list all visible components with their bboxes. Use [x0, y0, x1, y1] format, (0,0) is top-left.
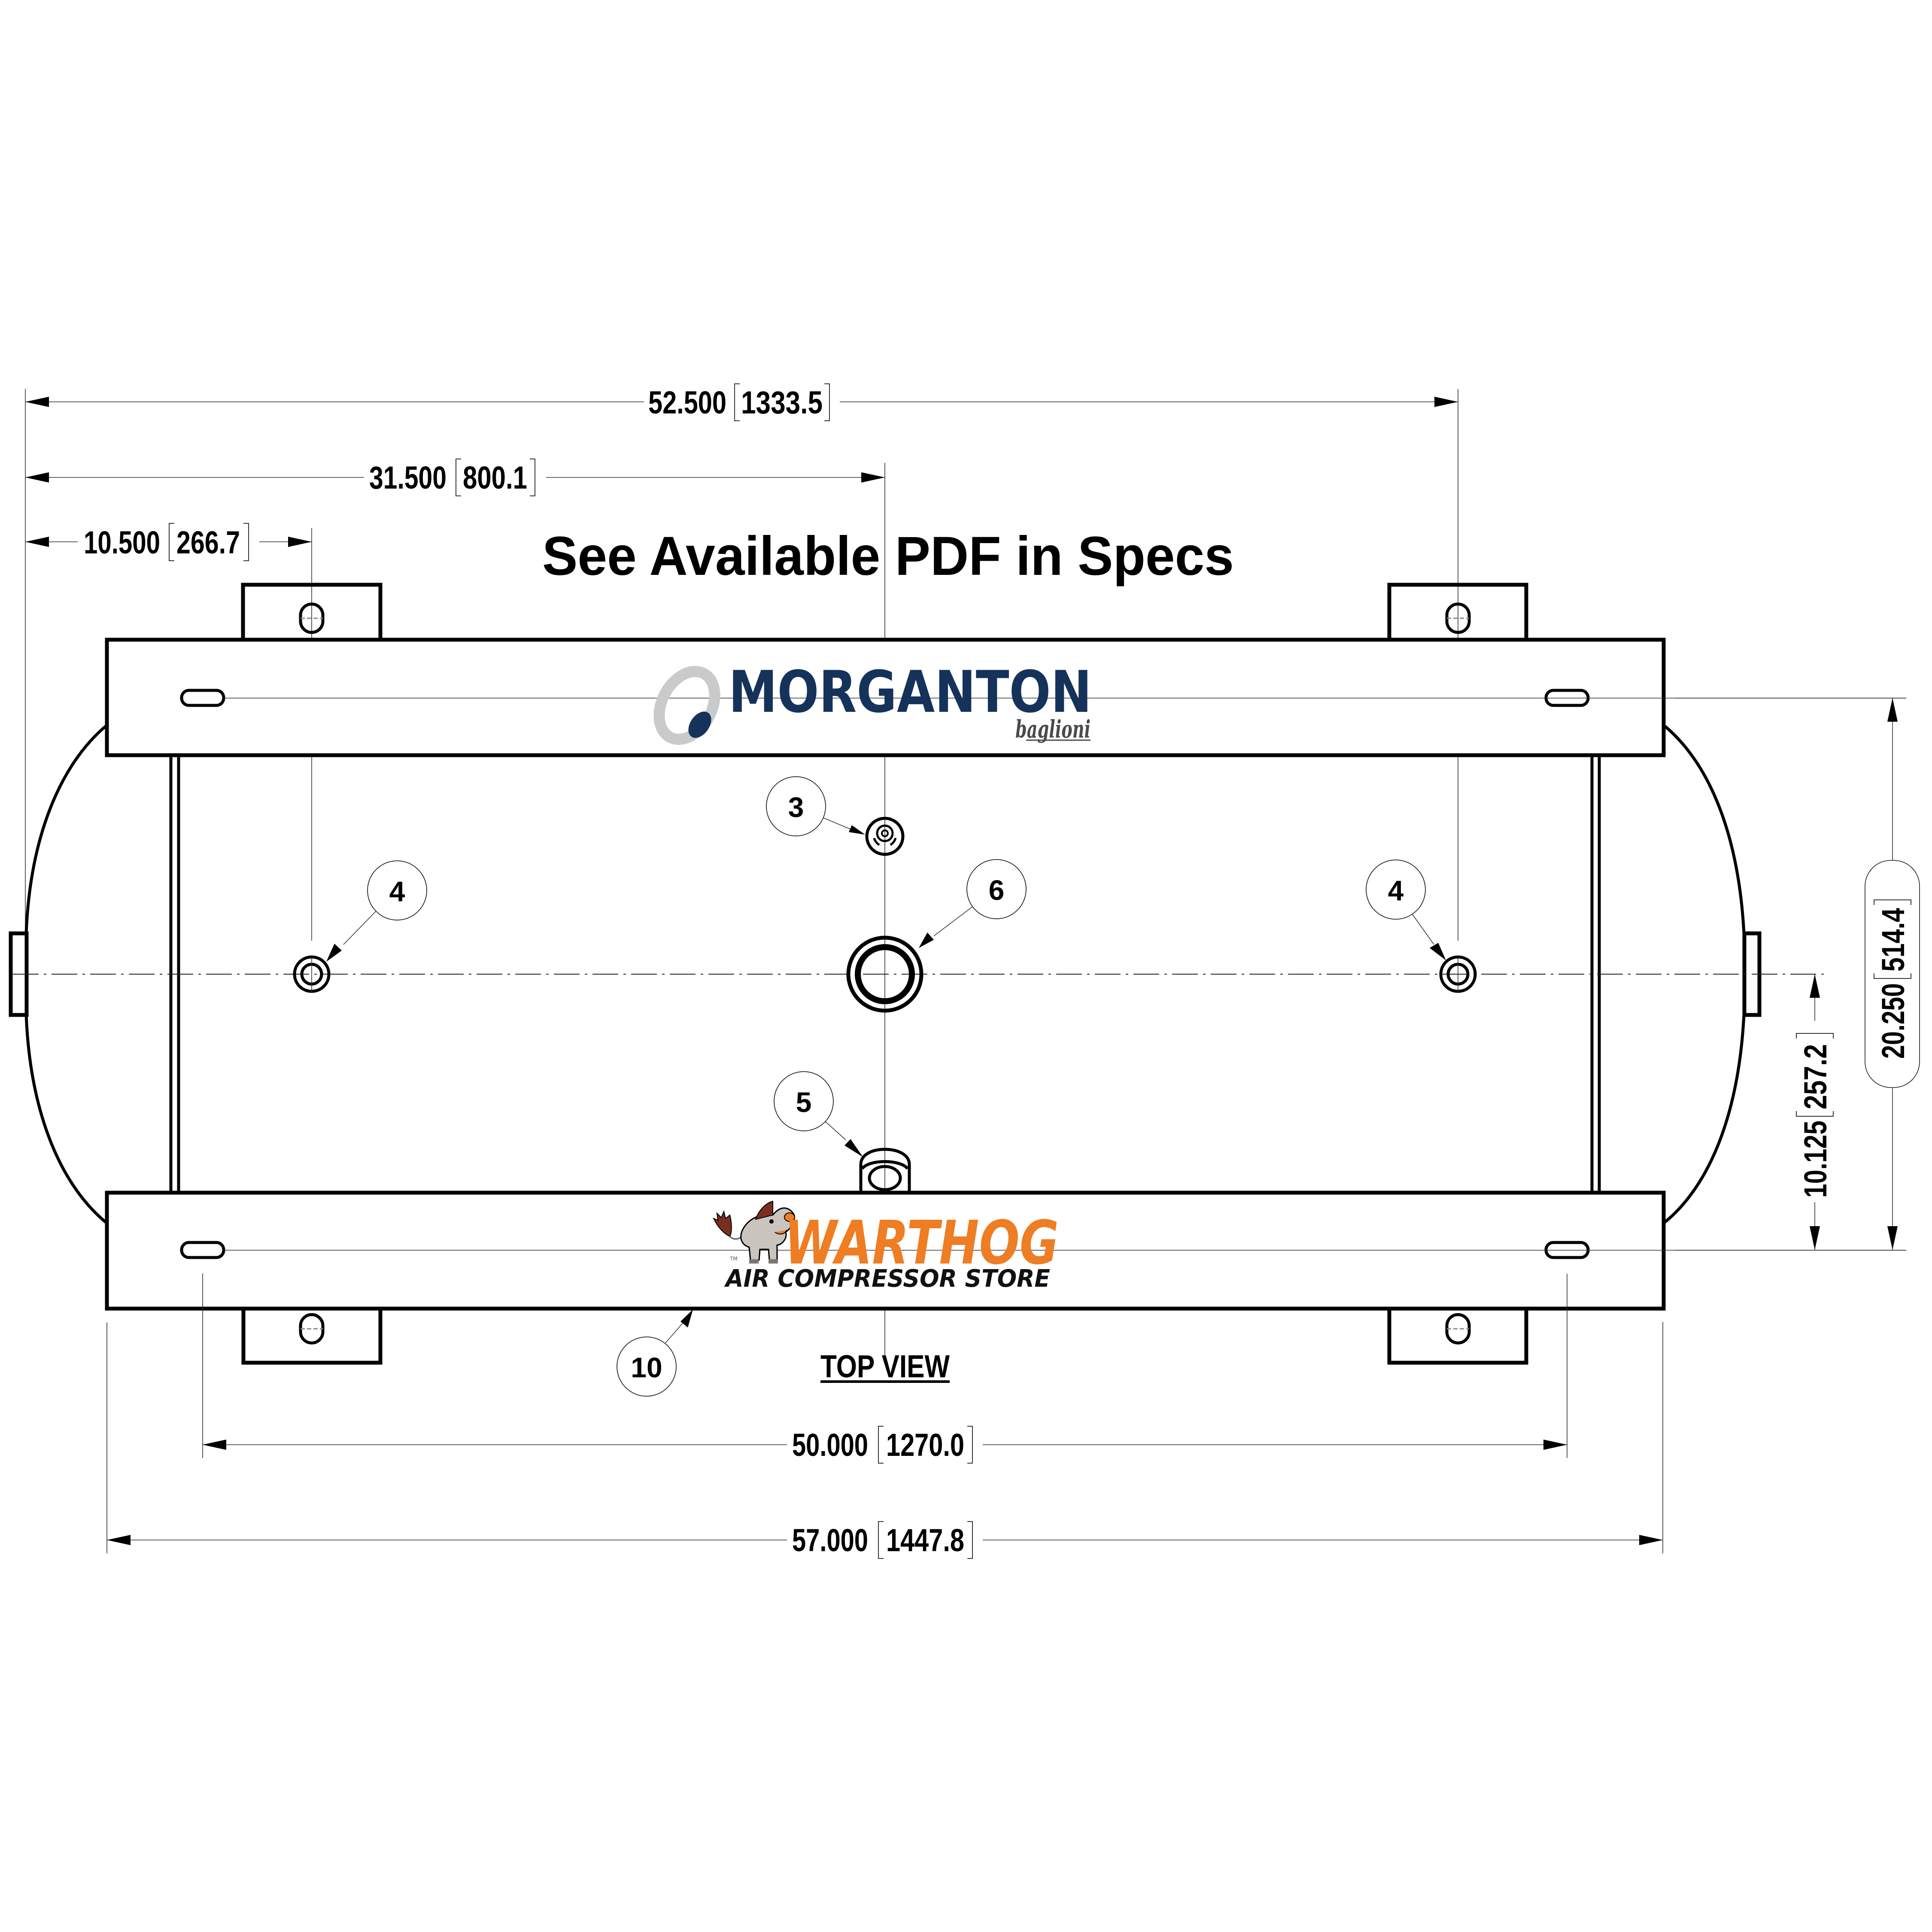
dim-20-250-inch: 20.250	[1875, 983, 1911, 1059]
dim-10-125-inch: 10.125	[1798, 1121, 1833, 1198]
balloon-3-label: 3	[788, 791, 804, 823]
warthog-logo: TM WARTHOG AIR COMPRESSOR STORE	[712, 1200, 1059, 1293]
morganton-wordmark: MORGANTON	[729, 659, 1092, 726]
balloon-5: 5	[774, 1071, 863, 1157]
bottom-rail	[105, 1191, 1906, 1365]
balloon-3: 3	[766, 776, 865, 836]
dim-31-500-mm: 800.1	[463, 460, 527, 495]
morganton-logo: MORGANTON baglioni	[653, 659, 1092, 745]
view-label: TOP VIEW	[820, 1349, 950, 1384]
dim-20-250-frame	[1865, 860, 1920, 1088]
dim-20-250-mm: 514.4	[1875, 908, 1911, 972]
dim-10-125: 10.125 257.2	[1796, 974, 1834, 1250]
dim-10-500-inch: 10.500	[84, 525, 160, 560]
balloon-4-left-label: 4	[389, 875, 405, 907]
bottom-left-bracket	[241, 1306, 383, 1365]
dim-31-500-inch: 31.500	[369, 460, 447, 495]
dim-10-500-mm: 266.7	[176, 525, 240, 560]
baglioni-wordmark: baglioni	[1015, 715, 1091, 744]
balloon-4-left: 4	[326, 860, 427, 962]
dim-52-500: 52.500 1333.5	[25, 383, 1458, 941]
dim-50-000: 50.000 1270.0	[202, 1273, 1567, 1464]
balloon-4-right-label: 4	[1388, 875, 1404, 906]
part-3-fitting	[865, 817, 905, 856]
dim-57-000-inch: 57.000	[792, 1522, 868, 1558]
dim-10-500: 10.500 266.7	[25, 523, 312, 941]
dim-57-000: 57.000 1447.8	[106, 1322, 1663, 1559]
dim-31-500: 31.500 800.1	[25, 459, 885, 1361]
top-rail	[105, 583, 1906, 757]
dim-52-500-mm: 1333.5	[741, 385, 823, 420]
dim-10-125-mm: 257.2	[1798, 1044, 1833, 1109]
part-5-drain	[859, 1148, 911, 1192]
warthog-mascot-icon: TM	[712, 1200, 795, 1264]
balloon-10: 10	[617, 1309, 693, 1397]
dim-20-250: 20.250 514.4	[1674, 698, 1920, 1251]
dim-52-500-inch: 52.500	[648, 385, 726, 420]
balloon-6: 6	[919, 859, 1027, 948]
dim-57-000-mm: 1447.8	[886, 1522, 964, 1558]
balloon-5-label: 5	[796, 1086, 812, 1118]
warthog-wordmark: WARTHOG	[784, 1208, 1059, 1278]
dim-50-000-inch: 50.000	[792, 1427, 868, 1463]
dim-50-000-mm: 1270.0	[886, 1427, 964, 1463]
notice-title: See Available PDF in Specs	[542, 526, 1234, 587]
trademark-mark: TM	[729, 1256, 738, 1262]
part-6-port	[846, 936, 923, 1013]
balloon-6-label: 6	[989, 874, 1005, 906]
part-4-left-coupling	[293, 955, 331, 993]
bottom-right-bracket	[1387, 1306, 1528, 1365]
warthog-tagline: AIR COMPRESSOR STORE	[724, 1265, 1050, 1293]
balloon-10-label: 10	[631, 1352, 662, 1383]
balloon-4-right: 4	[1366, 860, 1446, 960]
part-4-right-coupling	[1439, 955, 1477, 993]
